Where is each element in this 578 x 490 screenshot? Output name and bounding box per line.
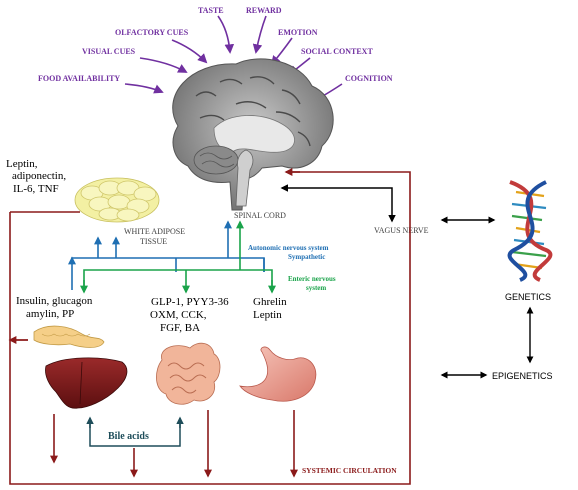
pancreas-hormones-1: Insulin, glucagon (16, 295, 93, 307)
gut-hormones-2: OXM, CCK, (150, 309, 207, 321)
brainstem (235, 149, 254, 207)
enteric-arrows (80, 220, 276, 294)
visual-arrow (139, 57, 188, 73)
stomach-hormones-1: Ghrelin (253, 296, 287, 308)
enteric-label-2: system (306, 284, 326, 292)
genetics-label: GENETICS (505, 292, 551, 302)
liver-illustration (45, 357, 128, 409)
cue-taste: TASTE (198, 6, 224, 15)
adipose-tissue-illustration (74, 177, 160, 223)
adipokines-line-3: IL-6, TNF (13, 183, 59, 195)
intestine-illustration (156, 342, 221, 405)
pancreas-hormones-2: amylin, PP (26, 308, 74, 320)
cue-social-context: SOCIAL CONTEXT (301, 47, 373, 56)
vagus-nerve-label: VAGUS NERVE (374, 226, 429, 235)
cue-olfactory: OLFACTORY CUES (115, 28, 189, 37)
gut-hormones-1: GLP-1, PYY3-36 (151, 296, 229, 308)
gut-hormones-3: FGF, BA (160, 322, 200, 334)
bile-acids-loop (86, 416, 184, 447)
taste-arrow (217, 15, 235, 54)
bile-acids-label: Bile acids (108, 431, 149, 442)
reward-arrow (252, 15, 267, 54)
cue-emotion: EMOTION (278, 28, 318, 37)
vagus-nerve-arrow (280, 184, 396, 223)
adipokines-line-1: Leptin, (6, 158, 38, 170)
cue-cognition: COGNITION (345, 74, 393, 83)
cerebellum (193, 145, 239, 175)
olfactory-arrow (171, 39, 208, 64)
pancreas-illustration (33, 325, 105, 348)
stomach-illustration (239, 346, 317, 402)
dna-helix-illustration (507, 180, 553, 282)
cue-visual: VISUAL CUES (82, 47, 136, 56)
food-arrow (124, 83, 164, 94)
epigenetics-label: EPIGENETICS (492, 371, 553, 381)
brain-illustration (172, 58, 334, 211)
systemic-circulation-loop (8, 168, 411, 485)
spinal-cord-label: SPINAL CORD (234, 211, 286, 220)
stomach-hormones-2: Leptin (253, 309, 282, 321)
autonomic-label-2: Sympathetic (288, 253, 325, 261)
cue-reward: REWARD (246, 6, 282, 15)
autonomic-label-1: Autonomic nervous system (248, 244, 329, 252)
cue-arrows (124, 15, 343, 101)
enteric-label-1: Enteric nervous (288, 275, 336, 283)
white-adipose-label-1: WHITE ADIPOSE (124, 227, 185, 236)
white-adipose-label-2: TISSUE (140, 237, 167, 246)
cue-food-availability: FOOD AVAILABILITY (38, 74, 120, 83)
systemic-circulation-label: SYSTEMIC CIRCULATION (302, 466, 397, 475)
adipokines-line-2: adiponectin, (12, 170, 66, 182)
